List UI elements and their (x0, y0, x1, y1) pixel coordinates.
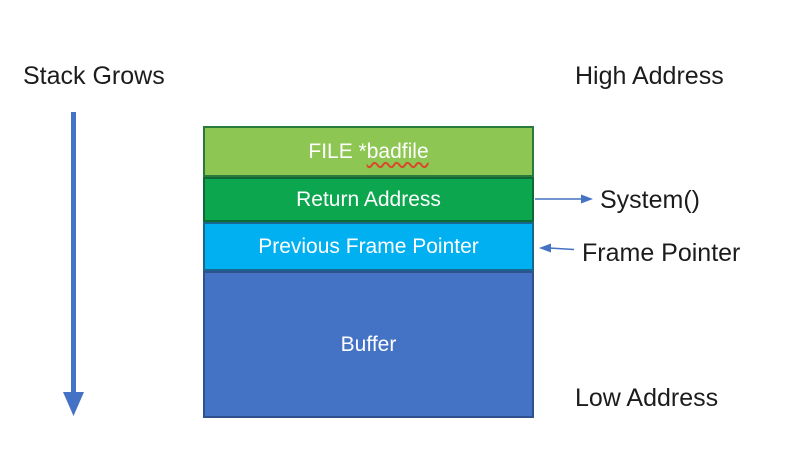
frame-pointer-annotation-label: Frame Pointer (582, 239, 741, 267)
frame-previous-frame-pointer-label: Previous Frame Pointer (258, 234, 479, 258)
stack-grows-arrow-icon (59, 110, 89, 418)
system-arrow-icon (535, 191, 595, 207)
frame-buffer: Buffer (203, 271, 534, 418)
high-address-label: High Address (575, 62, 724, 90)
frame-file-badfile: FILE *badfile (203, 126, 534, 177)
frame-return-address-label: Return Address (296, 187, 441, 211)
system-annotation-label: System() (600, 186, 700, 214)
stack-grows-label: Stack Grows (23, 62, 165, 90)
frame-return-address: Return Address (203, 177, 534, 222)
frame-buffer-label: Buffer (340, 332, 397, 356)
stack-frames: FILE *badfile Return Address Previous Fr… (203, 126, 534, 418)
misspelled-word: badfile (366, 139, 429, 163)
frame-pointer-arrow-icon (538, 240, 576, 256)
frame-file-badfile-label: FILE *badfile (308, 139, 429, 163)
frame-previous-frame-pointer: Previous Frame Pointer (203, 222, 534, 271)
low-address-label: Low Address (575, 384, 719, 412)
